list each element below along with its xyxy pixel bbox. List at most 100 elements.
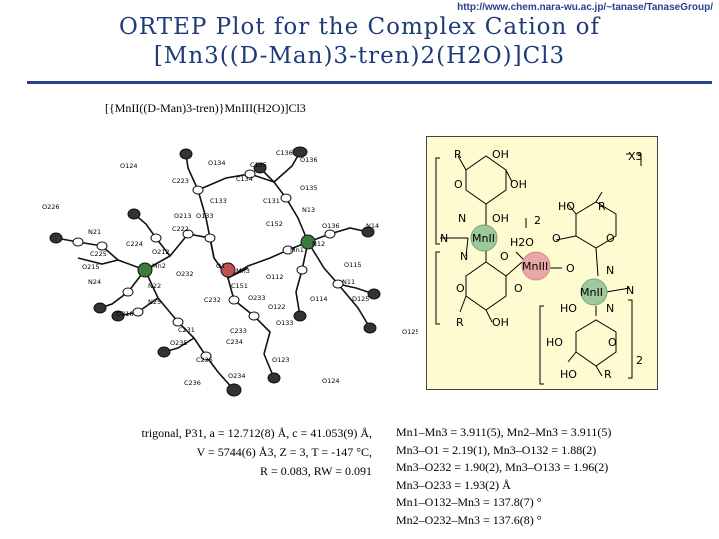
atom-label: O232 xyxy=(176,270,194,278)
scheme-label: O xyxy=(456,282,465,295)
atom-label: O133 xyxy=(196,212,214,220)
atom-label: O216 xyxy=(116,310,134,318)
ortep-plot: C136 C135 C134 C133 C131 C152 C151 C222 … xyxy=(42,146,418,397)
bond-line: Mn3–O1 = 2.19(1), Mn3–O132 = 1.88(2) xyxy=(396,442,597,457)
atom-label: O212 xyxy=(152,248,170,256)
atom-label: O136 xyxy=(322,222,340,230)
scheme-label: MnII xyxy=(580,286,603,299)
mn2-right-sphere xyxy=(580,278,608,306)
atom-label: N11 xyxy=(342,278,355,286)
bond-line: Mn1–O132–Mn3 = 137.8(7) ° xyxy=(396,495,542,509)
scheme-label: O xyxy=(552,232,561,245)
atom-label: O235 xyxy=(170,339,188,347)
mn2-left-sphere xyxy=(470,224,498,252)
atom-label: O124 xyxy=(120,162,138,170)
atom-label: N25 xyxy=(148,298,161,306)
scheme-label: N xyxy=(440,232,448,245)
atom-label: O123 xyxy=(272,356,290,364)
atom-label: C134 xyxy=(236,175,253,183)
atom-label: O215 xyxy=(82,263,100,271)
scheme-label: OH xyxy=(492,212,509,225)
scheme-label: HO xyxy=(546,336,563,349)
page-title: ORTEP Plot for the Complex Cation of xyxy=(118,14,601,40)
atom-label: N21 xyxy=(88,228,101,236)
scheme-label: MnIII xyxy=(522,260,548,273)
crystal-line: R = 0.083, RW = 0.091 xyxy=(260,464,372,478)
scheme-label: N xyxy=(626,284,634,297)
atom-label: O233 xyxy=(248,294,266,302)
atom-label: O134 xyxy=(208,159,226,167)
atom-label: O112 xyxy=(266,273,284,281)
atom-label: O136 xyxy=(300,156,318,164)
atom-label: C133 xyxy=(210,197,227,205)
atom-label: N22 xyxy=(148,282,161,290)
atom-label: O124 xyxy=(322,377,340,385)
atom-label: C136 xyxy=(276,149,293,157)
bond-line: Mn3–O232 = 1.90(2), Mn3–O133 = 1.96(2) xyxy=(396,460,609,474)
scheme-label: R xyxy=(454,148,462,161)
crystal-data-left: trigonal, P31, a = 12.712(8) Å, c = 41.0… xyxy=(92,424,372,481)
atom-label: C234 xyxy=(226,338,243,346)
atom-label: O133 xyxy=(276,319,294,327)
scheme-label: 2 xyxy=(636,354,643,367)
title-divider xyxy=(27,81,712,84)
bond-line: Mn3–O233 = 1.93(2) Å xyxy=(396,477,511,492)
scheme-label: X3 xyxy=(628,150,643,163)
atom-label: N12 xyxy=(312,240,325,248)
scheme-label: R xyxy=(598,200,606,213)
atom-label: C236 xyxy=(184,379,201,387)
page-subtitle-formula: [Mn3((D-Man)3-tren)2(H2O)]Cl3 xyxy=(153,43,566,69)
atom-label: C224 xyxy=(126,240,143,248)
scheme-label: OH xyxy=(492,316,509,329)
crystal-line: V = 5744(6) Å3, Z = 3, T = -147 °C, xyxy=(196,445,372,459)
scheme-label: O xyxy=(514,282,523,295)
atom-label: C135 xyxy=(250,161,267,169)
scheme-label: OH xyxy=(492,148,509,161)
atom-label: C235 xyxy=(196,356,213,364)
atom-label: N14 xyxy=(366,222,379,230)
scheme-label: O xyxy=(608,336,617,349)
atom-label: O122 xyxy=(268,303,286,311)
atom-label: O135 xyxy=(300,184,318,192)
structure-scheme: R OH O OH N OH 2 N MnII N H2O O MnIII O … xyxy=(435,148,643,385)
atom-label: O226 xyxy=(42,203,60,211)
atom-label: C131 xyxy=(263,197,280,205)
mn3-sphere xyxy=(521,251,551,281)
atom-label: C152 xyxy=(266,220,283,228)
atom-label: O125 xyxy=(402,328,418,336)
scheme-label: O xyxy=(566,262,575,275)
scheme-label: R xyxy=(456,316,464,329)
bond-line: Mn2–O232–Mn3 = 137.6(8) ° xyxy=(396,512,542,527)
atom-label: O1 xyxy=(216,262,225,270)
scheme-label: N xyxy=(458,212,466,225)
scheme-label: OH xyxy=(510,178,527,191)
mn2-atom xyxy=(137,262,153,278)
atom-label: O114 xyxy=(310,295,328,303)
mn3-atom xyxy=(220,262,236,278)
ortep-caption: [{MnII((D-Man)3-tren)}MnIII(H2O)]Cl3 xyxy=(105,101,306,115)
atom-label: C232 xyxy=(204,296,221,304)
atom-label: Mn2 xyxy=(152,262,166,270)
scheme-label: N xyxy=(606,264,614,277)
scheme-label: 2 xyxy=(534,214,541,227)
scheme-label: O xyxy=(500,250,509,263)
bond-data-right: Mn1–Mn3 = 3.911(5), Mn2–Mn3 = 3.911(5) M… xyxy=(396,424,696,529)
atom-label: C151 xyxy=(231,282,248,290)
atom-label: C233 xyxy=(230,327,247,335)
atom-label: C222 xyxy=(172,225,189,233)
mn1-atom xyxy=(300,234,316,250)
atom-label: D125 xyxy=(352,295,369,303)
scheme-label: H2O xyxy=(510,236,534,249)
atom-label: C231 xyxy=(178,326,195,334)
scheme-label: MnII xyxy=(472,232,495,245)
atom-label: O115 xyxy=(344,261,362,269)
crystal-line: trigonal, P31, a = 12.712(8) Å, c = 41.0… xyxy=(141,426,372,440)
scheme-label: HO xyxy=(558,200,575,213)
scheme-label: O xyxy=(606,232,615,245)
atom-label: C223 xyxy=(172,177,189,185)
atom-label: Mn1 xyxy=(290,246,304,254)
scheme-label: HO xyxy=(560,368,577,381)
atom-label: N13 xyxy=(302,206,315,214)
bond-line: Mn1–Mn3 = 3.911(5), Mn2–Mn3 = 3.911(5) xyxy=(396,425,612,439)
scheme-label: HO xyxy=(560,302,577,315)
